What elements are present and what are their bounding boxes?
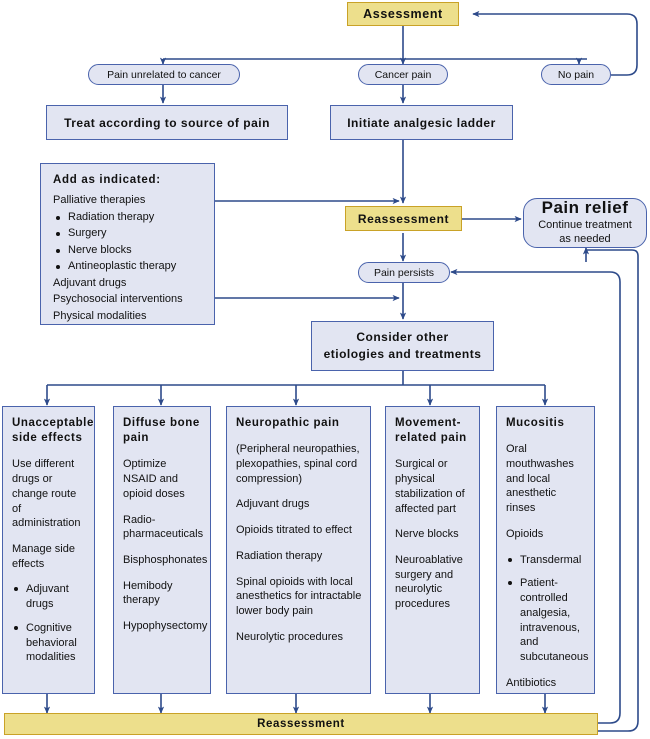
column-paragraph: (Peripheral neuropathies, plexopathies, … [236,443,360,485]
column-mucositis: Mucositis Oral mouthwashes and local ane… [496,406,595,694]
column-paragraph: Nerve blocks [395,528,459,541]
list-item: Nerve blocks [53,242,204,259]
column-paragraph: Radiation therapy [236,549,323,562]
column-paragraph: Opioids titrated to effect [236,524,352,537]
column-title: Mucositis [506,417,565,429]
pain-unrelated-label: Pain unrelated to cancer [107,68,221,81]
list-item: Cognitive behavioral modalities [12,621,86,665]
column-paragraph: Use different drugs or change route of a… [12,458,81,530]
list-item: Transdermal [506,553,586,568]
assessment-label: Assessment [363,7,443,21]
node-add-as-indicated: Add as indicated: Palliative therapies R… [40,163,215,325]
node-initiate-analgesic-ladder: Initiate analgesic ladder [330,105,513,140]
column-paragraph: Hemibody therapy [123,579,173,607]
column-paragraph: Neurolytic procedures [236,630,343,643]
column-bullets: Adjuvant drugs Cognitive behavioral moda… [12,582,86,665]
column-title: Movement- related pain [395,417,467,445]
column-title: Diffuse bone pain [123,417,200,445]
add-as-indicated-tail-2: Physical modalities [53,309,147,322]
column-paragraph: Adjuvant drugs [236,498,310,511]
column-paragraph: Manage side effects [12,543,75,570]
add-as-indicated-title: Add as indicated: [53,174,161,186]
node-pain-relief: Pain relief Continue treatment as needed [523,198,647,248]
column-diffuse-bone-pain: Diffuse bone pain Optimize NSAID and opi… [113,406,211,694]
node-no-pain: No pain [541,64,611,85]
column-paragraph: Bisphosphonates [123,554,208,567]
column-title: Unacceptable side effects [12,417,94,445]
cancer-pain-label: Cancer pain [374,68,432,81]
node-reassessment-bottom: Reassessment [4,713,598,735]
column-paragraph: Antibiotics [506,676,557,689]
column-paragraph: Hypophysectomy [123,620,208,633]
column-title: Neuropathic pain [236,417,340,429]
pain-relief-title: Pain relief [541,198,629,218]
column-unacceptable-side-effects: Unacceptable side effects Use different … [2,406,95,694]
column-paragraph: Optimize NSAID and opioid doses [123,458,185,500]
pain-persists-label: Pain persists [373,266,435,279]
consider-other-line2: etiologies and treatments [323,347,482,361]
node-reassessment-mid: Reassessment [345,206,462,231]
column-paragraph: Surgical or physical stabilization of af… [395,458,465,515]
add-as-indicated-line1: Palliative therapies [53,194,146,206]
column-paragraph: Neuroablative surgery and neurolytic pro… [395,554,463,611]
column-movement-related-pain: Movement- related pain Surgical or physi… [385,406,480,694]
column-neuropathic-pain: Neuropathic pain (Peripheral neuropathie… [226,406,371,694]
add-as-indicated-tail-0: Adjuvant drugs [53,276,127,289]
column-paragraph: Oral mouthwashes and local anesthetic ri… [506,443,574,515]
list-item: Antineoplastic therapy [53,258,204,275]
node-assessment: Assessment [347,2,459,26]
node-pain-unrelated-to-cancer: Pain unrelated to cancer [88,64,240,85]
node-consider-other-etiologies: Consider other etiologies and treatments [311,321,494,371]
no-pain-label: No pain [557,68,595,81]
node-treat-according-to-source: Treat according to source of pain [46,105,288,140]
list-item: Adjuvant drugs [12,582,86,611]
pain-relief-subtitle: Continue treatment as needed [538,219,632,245]
column-bullets: Transdermal Patient-controlled analgesia… [506,553,589,665]
reassessment-mid-label: Reassessment [357,211,450,226]
node-cancer-pain: Cancer pain [358,64,448,85]
column-paragraph: Opioids [506,527,544,540]
initiate-ladder-label: Initiate analgesic ladder [347,115,496,130]
add-as-indicated-bullets: Radiation therapy Surgery Nerve blocks A… [53,209,204,275]
consider-other-line1: Consider other [356,329,449,344]
add-as-indicated-tail-1: Psychosocial interventions [53,293,183,305]
list-item: Patient-controlled analgesia, intravenou… [506,576,589,664]
list-item: Surgery [53,225,204,242]
column-paragraph: Spinal opioids with local anesthetics fo… [236,575,362,618]
node-pain-persists: Pain persists [358,262,450,283]
column-paragraph: Radio-pharmaceuticals [123,513,204,541]
treat-source-label: Treat according to source of pain [64,115,270,130]
list-item: Radiation therapy [53,209,204,226]
reassessment-bottom-label: Reassessment [257,718,345,730]
